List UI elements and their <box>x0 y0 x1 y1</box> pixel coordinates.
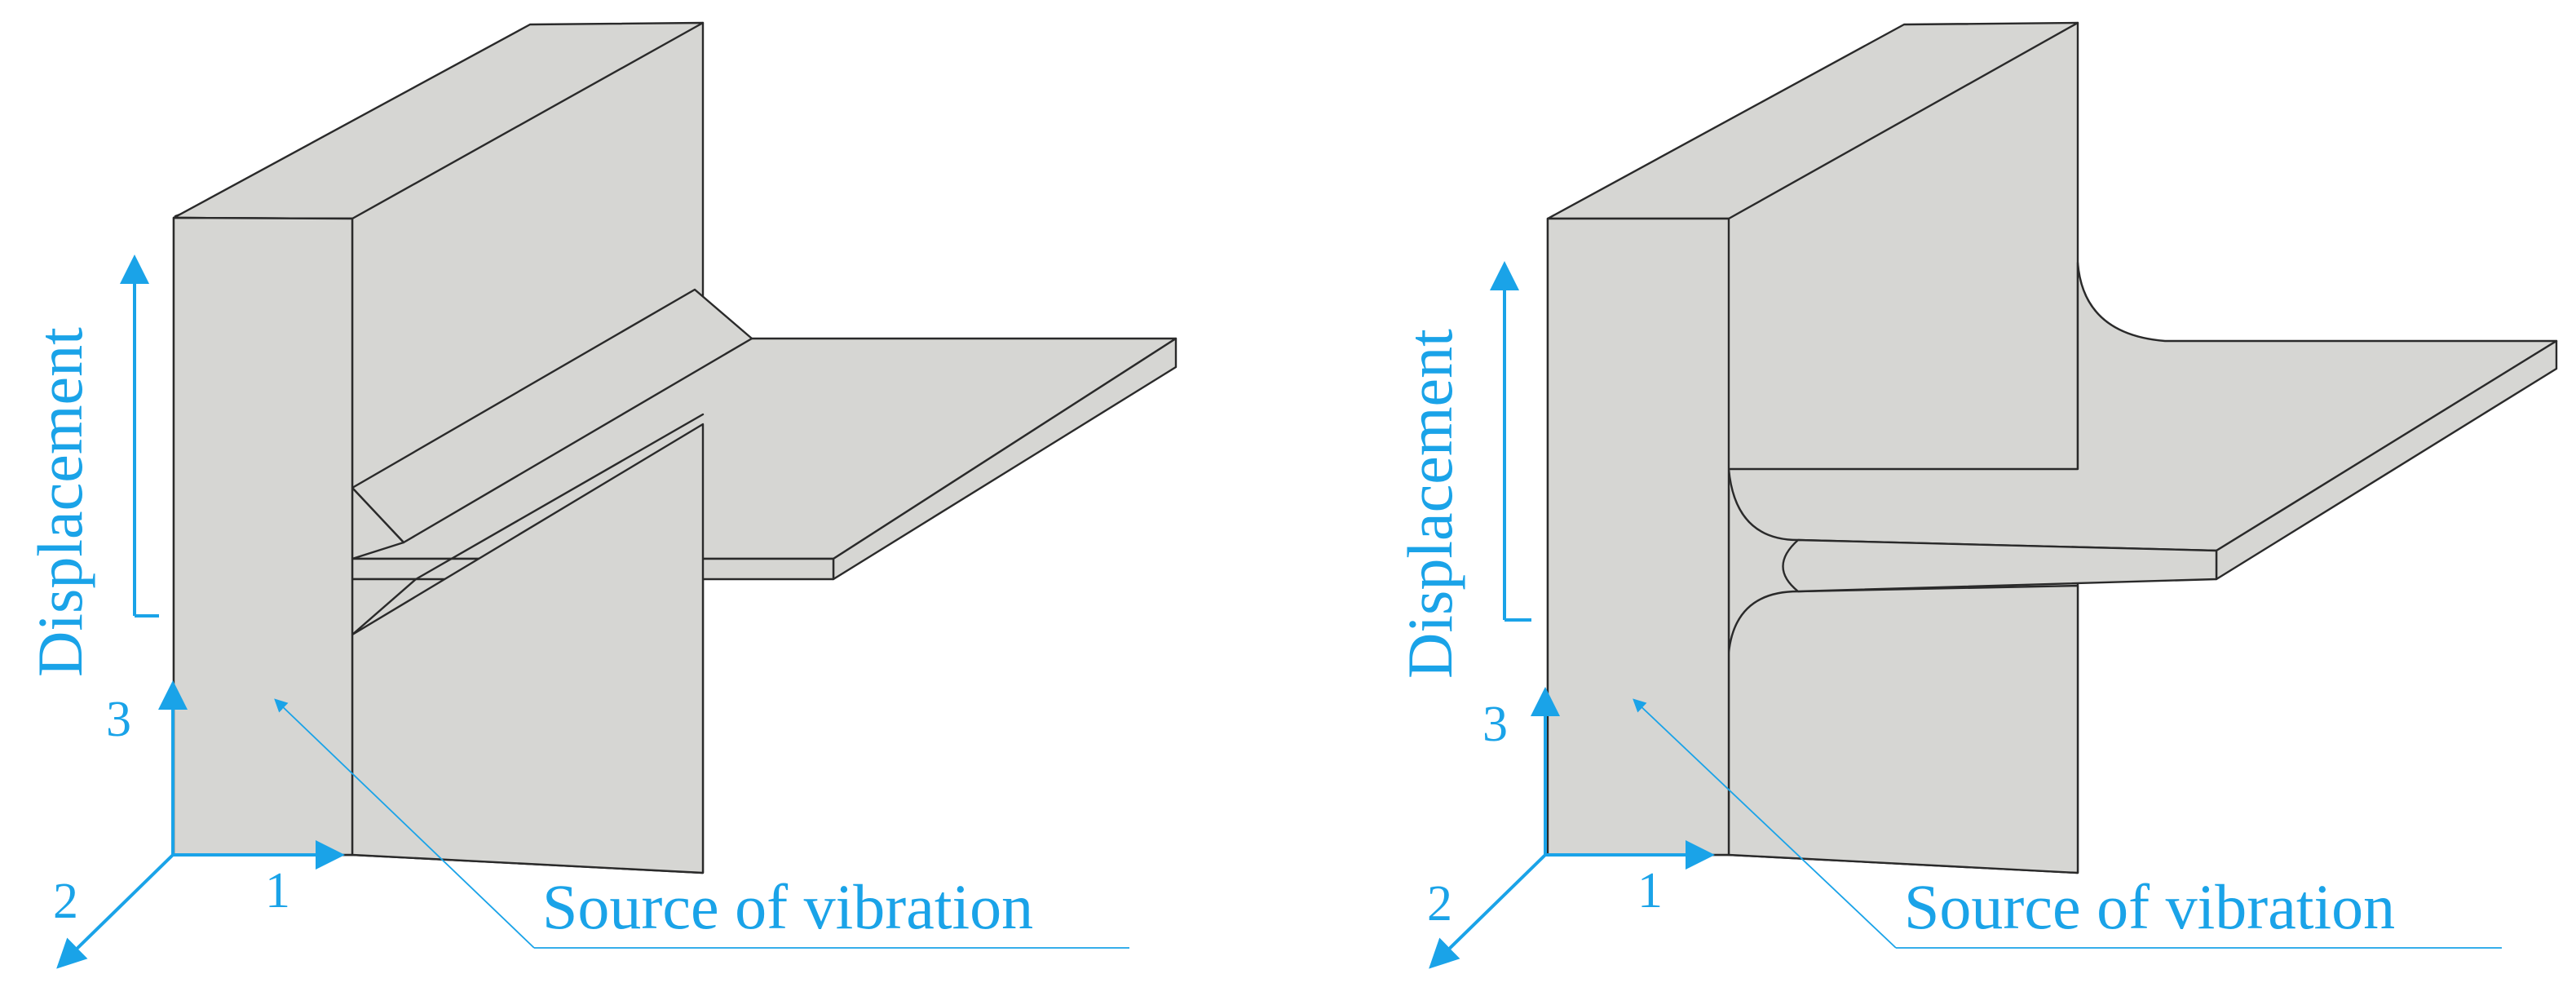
axis-2-label: 2 <box>53 874 78 929</box>
source-label: Source of vibration <box>542 871 1033 942</box>
plate-front-face-right <box>1782 538 2218 593</box>
source-label-right: Source of vibration <box>1904 871 2395 942</box>
axes-triad: 3 1 2 <box>53 680 345 969</box>
axis-2-label-right: 2 <box>1427 876 1452 932</box>
source-leader-line <box>274 698 535 949</box>
panel-radiused-joint: Displacement 3 1 2 Source of vibration <box>1394 21 2558 969</box>
horizontal-plate-right <box>1727 261 2558 874</box>
displacement-label: Displacement <box>24 327 95 677</box>
weld-lower-edge <box>414 413 705 581</box>
axis-3-label-right: 3 <box>1482 697 1508 752</box>
panel-welded-joint: Displacement 3 1 2 Source of vibration <box>24 21 1178 969</box>
axes-triad-right: 3 1 2 <box>1427 687 1715 969</box>
axis-1-label: 1 <box>265 863 290 919</box>
wall-front-face-top <box>172 216 354 857</box>
axis-2-arrow-right <box>1429 853 1547 969</box>
source-leader-line-right <box>1633 698 1897 949</box>
displacement-label-right: Displacement <box>1394 329 1465 679</box>
axis-2-arrow <box>56 853 175 969</box>
axis-1-label-right: 1 <box>1637 863 1663 919</box>
wall-lower-right <box>1727 488 2079 874</box>
wall-front-face-right <box>1546 217 1730 857</box>
plate-top-face-right <box>1727 261 2558 552</box>
axis-3-label: 3 <box>106 692 131 747</box>
